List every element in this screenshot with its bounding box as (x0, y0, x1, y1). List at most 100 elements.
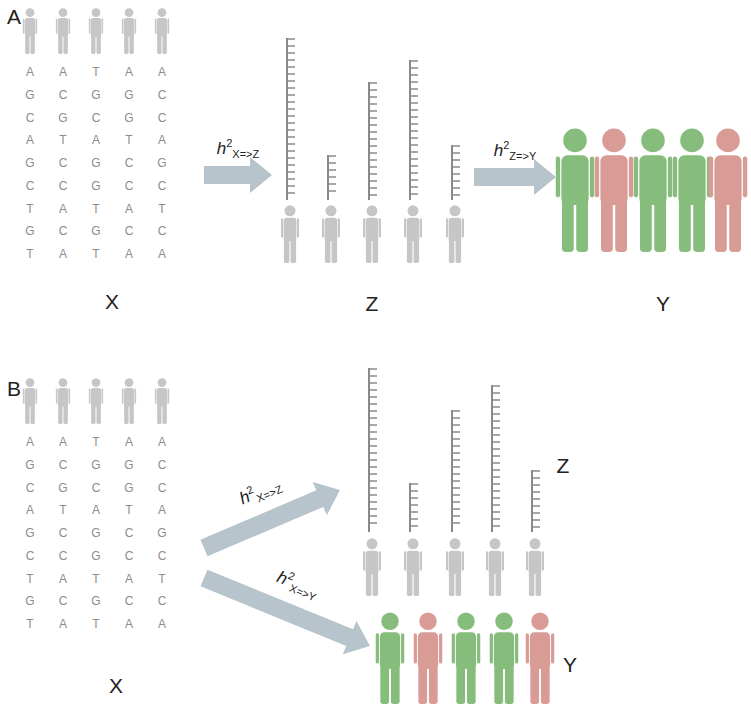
genotype-letter: G (124, 459, 133, 471)
genotype-letter: G (91, 459, 100, 471)
person-figure (89, 378, 103, 424)
genotype-letter: C (158, 595, 167, 607)
variable-label: Z (557, 454, 570, 477)
measurement-bar (452, 145, 460, 200)
genotype-letter: C (26, 180, 35, 192)
genotype-letter: G (58, 482, 67, 494)
variable-group: Y (370, 608, 600, 710)
genotype-letter: G (91, 550, 100, 562)
genotype-letter: A (158, 504, 166, 516)
genotype-letter: T (92, 66, 99, 78)
measurement-bar (532, 470, 540, 532)
person-figure (89, 8, 103, 54)
variable-label: X (109, 674, 123, 697)
genotype-letter: C (59, 550, 68, 562)
genotype-letter: A (125, 436, 133, 448)
person-figure (490, 612, 519, 704)
variable-label: Y (656, 292, 670, 315)
genotype-letter: C (158, 482, 167, 494)
genotype-letter: A (158, 66, 166, 78)
genotype-letter: C (26, 482, 35, 494)
genotype-letter: C (59, 89, 68, 101)
person-figure (122, 378, 136, 424)
person-figure (446, 538, 464, 596)
block-arrow (200, 482, 340, 556)
variable-group: X (12, 4, 202, 316)
symbol: h (494, 141, 503, 160)
genotype-letter: G (157, 527, 166, 539)
subscript: X=>Z (232, 148, 259, 160)
genotype-letter: C (125, 180, 134, 192)
genotype-letter: C (158, 112, 167, 124)
genotype-letter: C (59, 595, 68, 607)
person-figure (56, 8, 70, 54)
measurement-bar (492, 385, 500, 532)
genotype-letter: A (158, 618, 166, 630)
genotype-letter: G (124, 112, 133, 124)
genotype-letter: C (59, 157, 68, 169)
variable-label: X (105, 290, 119, 313)
subscript: Z=>Y (509, 150, 536, 162)
genotype-letter: G (91, 157, 100, 169)
genotype-letter: T (26, 203, 33, 215)
genotype-letter: G (58, 112, 67, 124)
genotype-letter: G (91, 527, 100, 539)
genotype-letter: G (91, 89, 100, 101)
genotype-letter: G (25, 89, 34, 101)
panel-letter: B (7, 378, 21, 399)
person-figure (404, 205, 422, 263)
genotype-letter: C (59, 527, 68, 539)
measurement-bar (410, 483, 418, 532)
genotype-letter: G (25, 157, 34, 169)
person-figure (526, 612, 555, 704)
genotype-letter: A (125, 203, 133, 215)
block-arrow (204, 157, 272, 193)
person-figure (363, 205, 381, 263)
genotype-letter: A (125, 618, 133, 630)
heritability-label: h2X=>Z (217, 138, 260, 160)
variable-group: Z (272, 30, 472, 318)
measurement-bar (328, 155, 336, 200)
genotype-letter: A (59, 248, 67, 260)
genotype-letter: T (26, 618, 33, 630)
person-figure (634, 129, 672, 252)
genotype-letter: A (125, 573, 133, 585)
genotype-letter: A (125, 248, 133, 260)
genotype-letter: A (26, 66, 34, 78)
person-figure (486, 538, 504, 596)
variable-label: Y (563, 653, 577, 676)
genotype-letter: T (26, 248, 33, 260)
genotype-letter: G (25, 225, 34, 237)
person-figure (709, 129, 747, 252)
genotype-letter: C (59, 180, 68, 192)
genotype-letter: T (158, 573, 165, 585)
genotype-letter: A (158, 134, 166, 146)
genotype-letter: C (125, 225, 134, 237)
genotype-letter: G (91, 180, 100, 192)
person-figure (155, 8, 169, 54)
genotype-letter: G (91, 225, 100, 237)
person-figure (595, 129, 633, 252)
genotype-letter: T (92, 436, 99, 448)
genotype-letter: C (125, 527, 134, 539)
person-figure (122, 8, 136, 54)
genotype-letter: G (25, 459, 34, 471)
person-figure (404, 538, 422, 596)
genotype-letter: A (158, 436, 166, 448)
person-figure (414, 612, 443, 704)
exponent: 2 (226, 137, 232, 149)
genotype-letter: A (59, 203, 67, 215)
person-figure (526, 538, 544, 596)
genotype-letter: G (25, 595, 34, 607)
block-arrow (474, 159, 556, 195)
person-figure (452, 612, 481, 704)
genotype-letter: C (59, 459, 68, 471)
genotype-letter: T (125, 504, 132, 516)
genotype-letter: C (59, 225, 68, 237)
subscript: X=>Z (255, 483, 284, 505)
measurement-bar (369, 368, 377, 532)
genotype-letter: T (92, 248, 99, 260)
person-figure (376, 612, 405, 704)
heritability-label: h2Z=>Y (494, 140, 537, 162)
